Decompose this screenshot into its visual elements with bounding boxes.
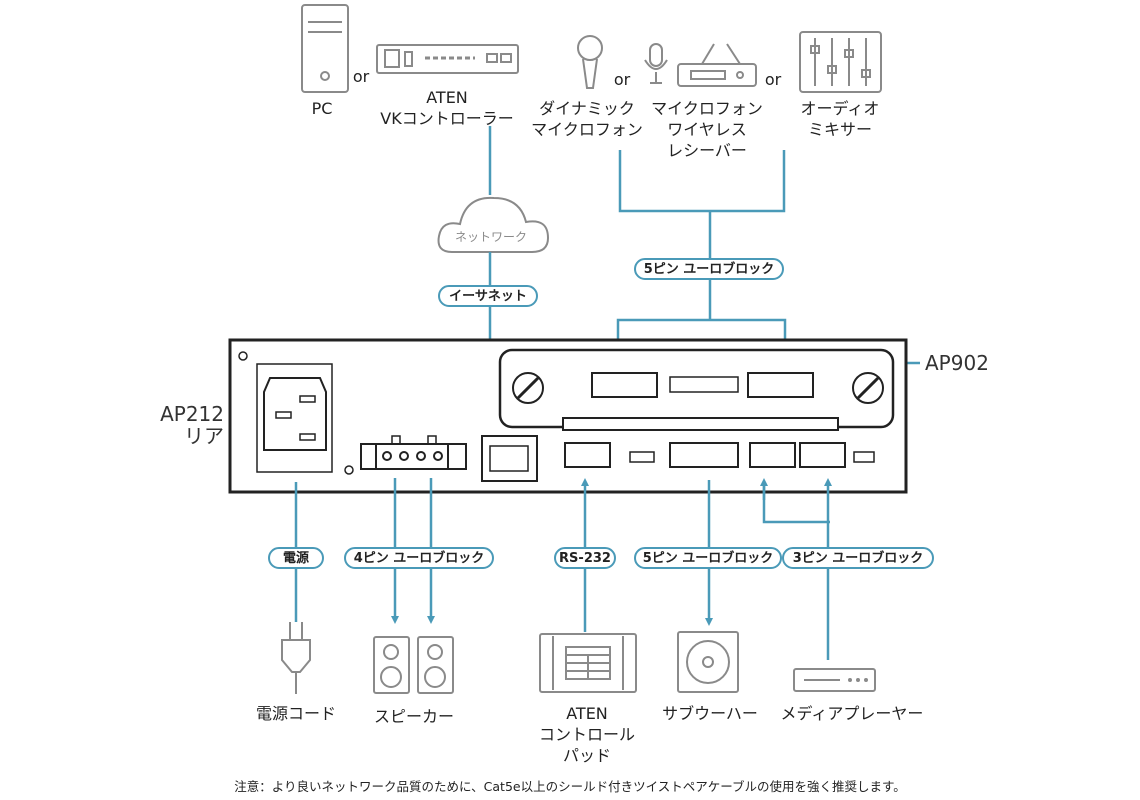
ethernet-pill: イーサネット [438,285,538,307]
speaker-left-icon [373,636,410,694]
or-label-1: or [352,67,370,86]
euro5-top-pill: 5ピン ユーロブロック [634,258,784,280]
pc-icon [301,4,349,93]
speaker-right-icon [417,636,454,694]
control-pad-label: ATEN コントロール パッド [538,704,635,765]
rs232-pill: RS-232 [554,547,616,569]
ap902-label: AP902 [925,351,989,375]
power-cord-label: 電源コード [255,704,336,723]
dynamic-mic-label: ダイナミック マイクロフォン [531,99,643,139]
vk-controller-label: ATEN VKコントローラー [380,88,514,128]
media-player-icon [793,668,876,692]
or-label-2: or [613,70,631,89]
euro4-pill: 4ピン ユーロブロック [344,547,494,569]
audio-mixer-label: オーディオ ミキサー [800,99,880,139]
vk-controller-icon [376,44,519,74]
media-player-label: メディアプレーヤー [780,704,924,723]
speaker-label: スピーカー [373,707,454,726]
subwoofer-label: サブウーハー [662,704,758,723]
pc-label: PC [311,99,333,118]
power-plug-icon [281,622,311,694]
subwoofer-icon [677,631,739,693]
mic-mixer-bracket-line [618,150,786,213]
dynamic-mic-icon [577,35,603,89]
network-label: ネットワーク [454,230,527,244]
ap902-module [498,348,895,431]
network-cloud-icon [437,196,550,253]
power-pill: 電源 [268,547,324,569]
condenser-mic-icon [644,43,668,84]
euro3-pill: 3ピン ユーロブロック [782,547,934,569]
control-pad-icon [539,633,637,693]
wireless-receiver-label: マイクロフォン ワイヤレス レシーバー [651,99,763,160]
ap212-label: AP212 リア [160,402,224,448]
audio-mixer-icon [799,31,882,93]
footnote: 注意：より良いネットワーク品質のために、Cat5e以上のシールド付きツイストペア… [234,779,906,794]
euro5-bottom-pill: 5ピン ユーロブロック [634,547,782,569]
or-label-3: or [764,70,782,89]
wireless-receiver-icon [677,43,757,87]
